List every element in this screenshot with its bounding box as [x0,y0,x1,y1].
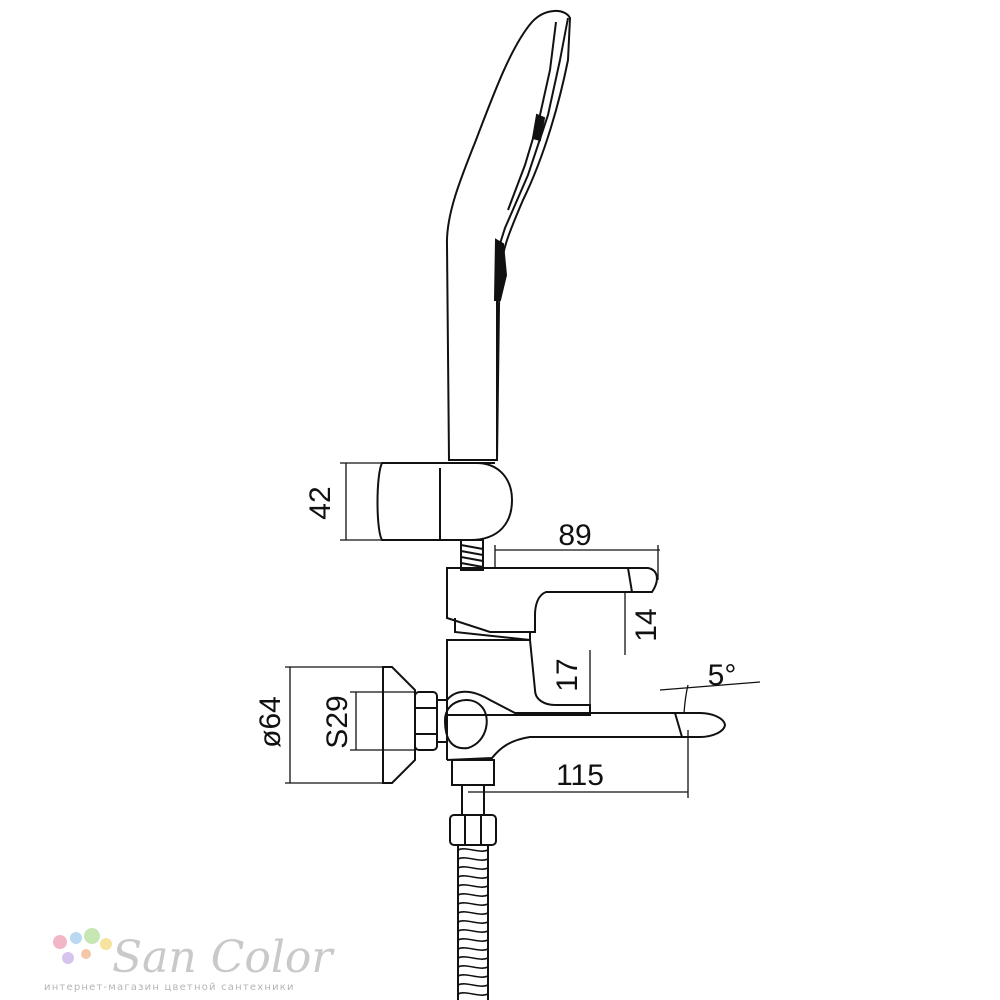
hand-shower [445,10,572,461]
dim-label-5-degree: 5° [708,659,737,692]
hose-hex-nut [449,814,497,846]
dim-label-diameter-64: ø64 [254,696,287,748]
wall-connection [382,666,448,784]
shower-button [493,238,508,301]
logo-dot [81,949,91,959]
logo-dot [84,928,100,944]
dimension-lines [285,462,761,798]
dim-label-89: 89 [558,519,591,552]
logo-dots-icon [53,928,112,964]
dim-label-14: 14 [630,608,663,641]
spout-disc [443,699,488,750]
dim-label-17: 17 [551,658,584,691]
holder-outline [376,462,514,541]
logo-dot [62,952,74,964]
hex-nut [414,691,438,751]
lever-handle [446,567,658,633]
shower-spray-selector [531,113,546,142]
hose-connection [449,759,497,1000]
spout-outlet [674,712,683,738]
logo: San Color интернет-магазин цветной санте… [44,928,335,993]
spout-outline [446,690,727,761]
shower-head-rim [507,21,557,211]
shower-holder [376,462,514,541]
hose-coils [457,848,489,996]
valve-body [446,639,591,716]
dim-label-s29: S29 [321,695,354,748]
logo-name: San Color [112,932,335,983]
dim-label-42: 42 [304,486,337,519]
escutcheon [382,666,416,784]
logo-dot [100,938,112,950]
stem-thread [460,544,484,568]
logo-tagline: интернет-магазин цветной сантехники [44,982,295,993]
spout [443,690,727,761]
cartridge-cap [454,618,531,642]
dim-label-115: 115 [556,759,604,792]
shower-head-face [497,17,569,251]
shower-body-outline [445,10,572,461]
threaded-stem [460,539,484,571]
lever-tip [627,567,633,593]
nut-collar [436,699,448,743]
logo-dot [70,932,82,944]
logo-dot [53,935,67,949]
hose-outlet-neck [451,759,495,786]
